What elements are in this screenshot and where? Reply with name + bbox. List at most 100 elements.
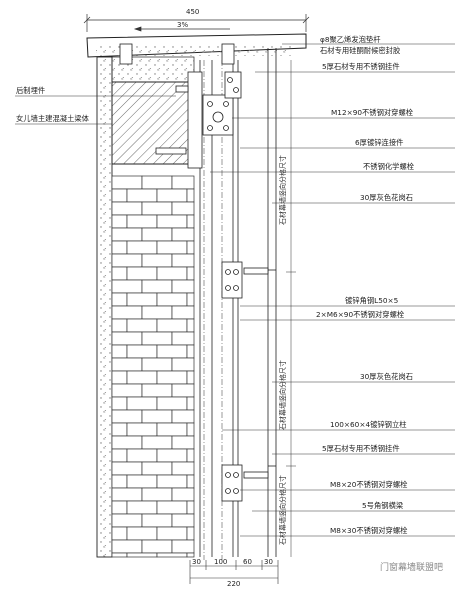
label-angle-steel: 镀锌角钢L50×5	[345, 296, 399, 305]
brick	[126, 448, 158, 463]
brick	[111, 266, 128, 281]
label-sealant: 石材专用硅酮耐候密封胶	[320, 46, 401, 55]
dim-slope: 3%	[177, 21, 189, 29]
brick	[171, 383, 195, 398]
brick	[186, 526, 195, 541]
brick	[141, 409, 173, 424]
label-bolt-m6: 2×M6×90不锈钢对穿螺栓	[316, 310, 405, 319]
brick	[111, 474, 128, 489]
brick	[171, 435, 195, 450]
brick	[141, 383, 173, 398]
brick	[156, 552, 188, 558]
brick	[171, 175, 195, 190]
brick	[171, 227, 195, 242]
label-chem-bolt: 不锈钢化学螺栓	[363, 162, 415, 171]
bracket-bottom	[221, 464, 269, 502]
brick	[156, 474, 188, 489]
brick	[171, 357, 195, 372]
brick	[186, 344, 195, 359]
brick	[171, 461, 195, 476]
dim-bottom-2: 100	[214, 558, 228, 566]
label-granite-mid: 30厚灰色花岗石	[360, 372, 414, 381]
brick	[111, 409, 143, 424]
brick	[126, 344, 158, 359]
brick	[111, 487, 143, 502]
brick	[186, 422, 195, 437]
vertical-grid-label-c: 石材幕墙竖向分格尺寸	[279, 475, 287, 545]
brick	[186, 214, 195, 229]
brick	[156, 318, 188, 333]
brick	[111, 513, 143, 528]
brick	[111, 305, 143, 320]
label-bolt-m8-20: M8×20不锈钢对穿螺栓	[330, 480, 408, 489]
brick	[171, 253, 195, 268]
brick	[126, 552, 158, 558]
label-steel-column: 100×60×4镀锌钢立柱	[330, 420, 407, 429]
bracket-top	[119, 43, 242, 169]
brick	[111, 279, 143, 294]
brick	[186, 188, 195, 203]
brick	[111, 357, 143, 372]
brick	[126, 474, 158, 489]
vertical-grid-label-b: 石材幕墙竖向分格尺寸	[279, 360, 287, 430]
leader-lines-right	[210, 43, 455, 537]
brick	[111, 552, 128, 558]
brick	[126, 318, 158, 333]
brick	[171, 305, 195, 320]
brick	[141, 513, 173, 528]
brick	[111, 331, 143, 346]
coping-cap	[86, 33, 307, 58]
brick	[156, 396, 188, 411]
brick	[186, 500, 195, 515]
brick	[186, 370, 195, 385]
axis-lines	[203, 60, 223, 560]
label-bolt-m8-30: M8×30不锈钢对穿螺栓	[330, 526, 408, 535]
brick	[156, 188, 188, 203]
brick	[171, 513, 195, 528]
brick	[111, 214, 128, 229]
brick	[156, 526, 188, 541]
brick	[156, 240, 188, 255]
brick	[171, 279, 195, 294]
vertical-grid-label-a: 石材幕墙竖向分格尺寸	[279, 155, 287, 225]
leader-lines-left	[15, 95, 176, 125]
bracket-mid	[221, 261, 269, 299]
brick	[156, 422, 188, 437]
brick	[156, 214, 188, 229]
brick	[141, 279, 173, 294]
brick	[186, 292, 195, 307]
brick	[186, 474, 195, 489]
top-dimension	[83, 14, 310, 32]
bottom-dimension	[189, 560, 279, 584]
brick	[111, 201, 143, 216]
brick	[111, 344, 128, 359]
brick	[111, 292, 128, 307]
grid-dimension-lines	[286, 60, 296, 557]
brick	[126, 240, 158, 255]
label-pendant-bot: 5厚石材专用不锈钢挂件	[322, 444, 400, 453]
watermark: 门窗幕墙联盟吧	[380, 563, 444, 573]
brick	[111, 240, 128, 255]
brick	[141, 175, 173, 190]
dim-bottom-total: 220	[227, 580, 241, 588]
brick	[111, 526, 128, 541]
brick	[126, 292, 158, 307]
brick	[111, 435, 143, 450]
label-angle-beam: 5号角钢横梁	[362, 501, 404, 510]
brick	[111, 500, 128, 515]
brick	[156, 448, 188, 463]
brick	[156, 344, 188, 359]
brick	[156, 500, 188, 515]
label-connector: 6厚镀锌连接件	[355, 138, 404, 147]
brick	[186, 318, 195, 333]
brick	[111, 396, 128, 411]
brick	[111, 461, 143, 476]
brick	[186, 240, 195, 255]
label-parapet: 女儿墙主建混凝土梁体	[16, 114, 89, 123]
brick	[126, 370, 158, 385]
brick	[111, 318, 128, 333]
brick	[141, 435, 173, 450]
slope-arrow	[133, 26, 230, 32]
brick	[141, 253, 173, 268]
brick	[141, 227, 173, 242]
